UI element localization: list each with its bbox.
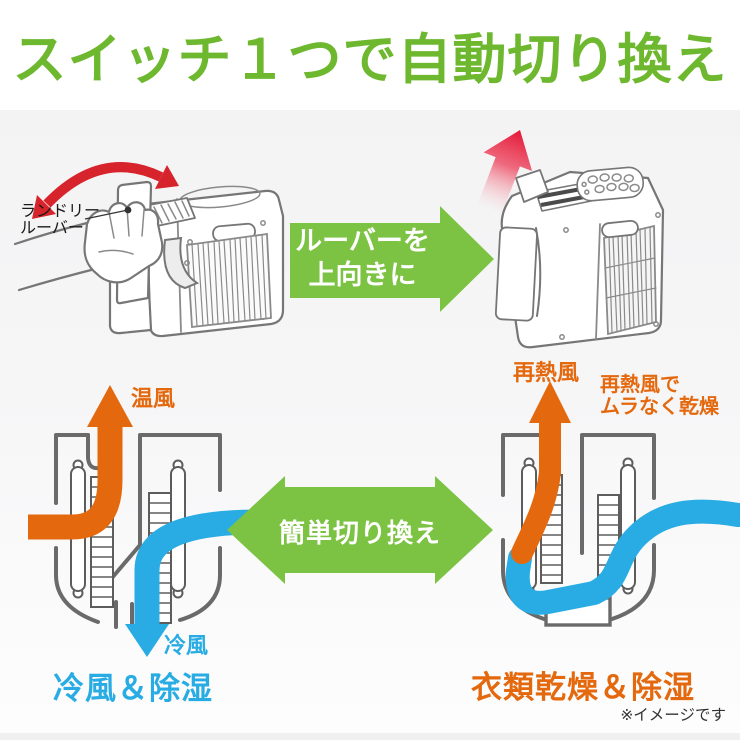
panel-button — [584, 189, 590, 195]
switch-double-arrow-icon — [227, 476, 493, 584]
panel-button — [599, 173, 610, 182]
screw-icon — [655, 212, 661, 218]
laundry-louver-label-line2: ルーバー — [20, 220, 84, 237]
panel-button — [581, 181, 587, 188]
casing — [86, 433, 100, 471]
finger-lines — [98, 207, 145, 255]
panel-button — [623, 174, 635, 183]
reheat-note-line1: 再熱風で — [600, 374, 680, 396]
panel-button — [587, 175, 598, 184]
handle — [601, 219, 639, 239]
grille-lines — [604, 226, 657, 334]
panel-button — [606, 182, 617, 192]
open-louver-flap — [515, 169, 549, 203]
dry-mode-diagram — [501, 381, 740, 627]
leader-line — [84, 209, 129, 220]
panel-button — [594, 184, 605, 194]
warm-air-arrow-icon — [511, 381, 571, 564]
laundry-louver-label-line1: ランドリー — [20, 203, 101, 220]
casing — [178, 546, 222, 622]
screw-icon — [559, 334, 565, 340]
casing — [54, 546, 100, 624]
unit-tank-face — [494, 226, 538, 322]
casing — [54, 433, 90, 505]
exhaust-arrow-icon — [477, 130, 533, 214]
arrow-label-line2: 上向きに — [308, 260, 417, 290]
casing — [580, 433, 656, 555]
screw-icon — [184, 260, 190, 266]
reheat-note: 再熱風で ムラなく乾燥 — [600, 374, 719, 418]
switch-right-arrow-icon — [290, 206, 494, 312]
casing — [501, 433, 550, 497]
page-title: スイッチ１つで自動切り換え — [12, 30, 728, 90]
arrow-label-line1: ルーバーを — [295, 226, 430, 256]
bottom-strip — [0, 733, 740, 740]
cool-mode-caption: 冷風＆除湿 — [53, 671, 213, 706]
panel-button — [611, 173, 622, 182]
switch-arrow-label: 簡単切り換え — [278, 518, 441, 548]
casing — [610, 543, 656, 621]
arm-line — [17, 266, 101, 292]
louver-slot-hatch — [153, 200, 190, 224]
panel-button — [629, 183, 640, 193]
louver-up-arrow-label: ルーバーを 上向きに — [285, 224, 440, 292]
louver-mount — [163, 236, 200, 290]
screw-icon — [563, 227, 569, 233]
image-disclaimer: ※イメージです — [620, 707, 726, 724]
screw-icon — [653, 321, 659, 327]
leader-dot — [124, 206, 132, 214]
laundry-louver-label: ランドリー ルーバー — [20, 203, 100, 237]
arm-line — [13, 221, 89, 246]
dry-mode-caption: 衣類乾燥＆除湿 — [471, 670, 695, 705]
right-unit-illustration — [477, 130, 665, 349]
warm-air-label: 温風 — [131, 386, 176, 411]
warm-air-arrow-icon — [28, 385, 133, 540]
screw-icon — [260, 220, 266, 226]
face-edge — [595, 223, 601, 340]
control-panel — [576, 166, 644, 202]
left-unit-illustration — [13, 162, 285, 338]
cool-air-arrow-icon — [505, 499, 740, 615]
casing — [98, 433, 222, 594]
reheat-note-line2: ムラなく乾燥 — [600, 396, 719, 418]
duct-curve — [535, 227, 542, 317]
rotate-arrow-icon — [32, 162, 179, 219]
panel-button — [618, 182, 629, 192]
reheat-air-label: 再熱風 — [513, 360, 580, 385]
cool-air-label: 冷風 — [164, 633, 209, 658]
